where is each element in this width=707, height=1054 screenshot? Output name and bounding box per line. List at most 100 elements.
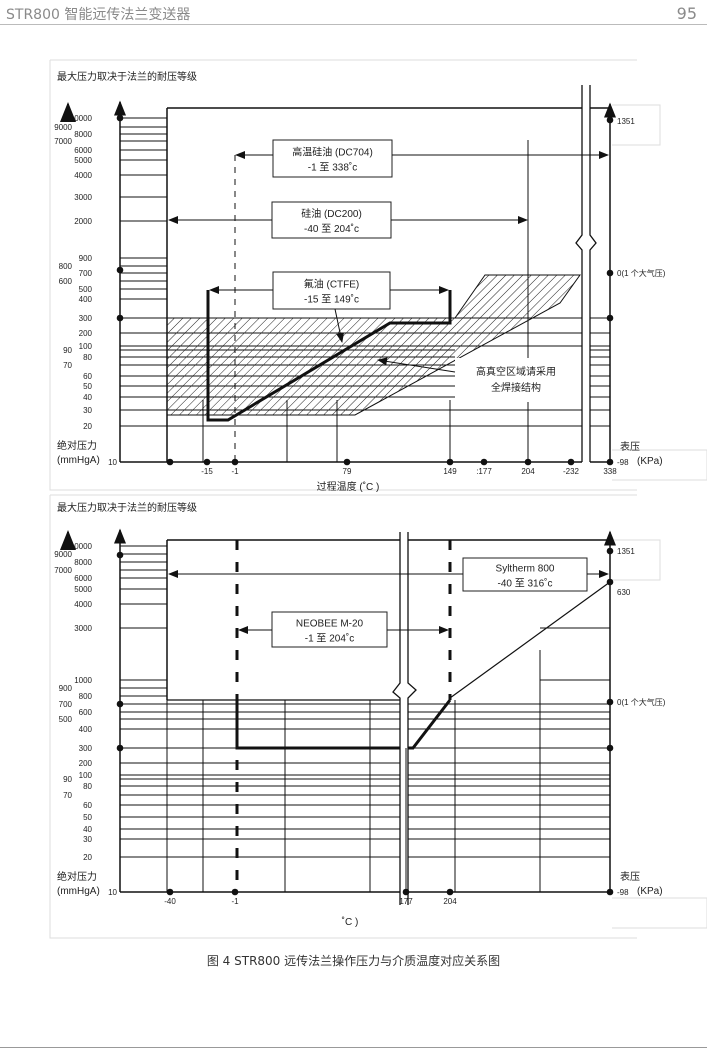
fluid-label-box (462, 557, 588, 592)
y-tick-label: 90 (63, 346, 72, 355)
y-tick-label: 70 (63, 791, 72, 800)
x-tick-label: -40 (164, 897, 176, 906)
y-tick-label: 80 (83, 782, 92, 791)
right-tick-label: 1351 (617, 117, 635, 126)
frame-border (49, 495, 637, 939)
vacuum-note: 高真空区域请采用 (476, 365, 556, 378)
fluid-name: Syltherm 800 (496, 564, 555, 575)
y-tick-label: 100 (79, 771, 93, 780)
y-tick-label: 3000 (74, 624, 92, 633)
data-point-dot (231, 458, 239, 466)
x-tick-label: 338 (603, 467, 617, 476)
y-tick-label: 300 (79, 744, 93, 753)
frame-border (612, 539, 661, 581)
y-tick-label: 50 (83, 382, 92, 391)
y-tick-label: 5000 (74, 585, 92, 594)
high-vacuum-hatched-region (166, 274, 581, 416)
y-tick-label: 7000 (54, 566, 72, 575)
data-point-dot (606, 314, 614, 322)
y-tick-label: 800 (59, 262, 73, 271)
x-tick-label: 177 (399, 897, 413, 906)
data-point-dot (606, 698, 614, 706)
y-tick-label: 10 (108, 888, 117, 897)
fluid-range: -15 至 149˚c (304, 294, 359, 306)
y-tick-label: 500 (79, 285, 93, 294)
y-tick-label: 100 (79, 342, 93, 351)
note-box (455, 358, 578, 402)
y-tick-label: 30 (83, 835, 92, 844)
data-point-dot (231, 888, 239, 896)
y-tick-label: 10 (108, 458, 117, 467)
y-tick-label: 5000 (74, 156, 92, 165)
y-tick-label: 30 (83, 406, 92, 415)
y-axis-label: 绝对压力 (57, 439, 97, 452)
y-tick-label: 10000 (70, 542, 93, 551)
data-point-dot (116, 551, 124, 559)
data-point-dot (524, 458, 532, 466)
y-tick-label: 8000 (74, 558, 92, 567)
fluid-range: -1 至 204˚c (305, 633, 354, 645)
y-tick-label: 600 (79, 708, 93, 717)
data-point-dot (567, 458, 575, 466)
y-tick-label: 200 (79, 759, 93, 768)
y-tick-label: 7000 (54, 137, 72, 146)
y-tick-label: 1000 (74, 676, 92, 685)
x-tick-label: -1 (231, 467, 239, 476)
fluid-range: -1 至 338˚c (308, 162, 357, 174)
figure-caption: 图 4 STR800 远传法兰操作压力与介质温度对应关系图 (206, 954, 501, 968)
y-tick-label: 600 (59, 277, 73, 286)
data-point-dot (446, 458, 454, 466)
header-title: STR800 智能远传法兰变送器 (6, 7, 191, 23)
x-tick-label: 204 (521, 467, 535, 476)
vacuum-note: 全焊接结构 (491, 381, 541, 394)
data-point-dot (606, 744, 614, 752)
chart-title: 最大压力取决于法兰的耐压等级 (57, 70, 197, 83)
y-tick-label: 700 (59, 700, 73, 709)
chart-title: 最大压力取决于法兰的耐压等级 (57, 501, 197, 514)
data-point-dot (606, 458, 614, 466)
data-point-dot (343, 458, 351, 466)
data-point-dot (606, 269, 614, 277)
syltherm-boundary-line (449, 581, 611, 699)
y-tick-label: 700 (79, 269, 93, 278)
x-tick-label: 149 (443, 467, 457, 476)
right-tick-label: -98 (617, 888, 629, 897)
y-tick-label: 9000 (54, 550, 72, 559)
right-tick-label: 0(1 个大气压) (617, 697, 666, 707)
y-tick-label: 40 (83, 393, 92, 402)
x-tick-label: :177 (476, 467, 492, 476)
frame-border (49, 60, 637, 491)
note-pointer-arrow (377, 357, 456, 373)
y-tick-label: 2000 (74, 217, 92, 226)
fluid-name: NEOBEE M-20 (296, 619, 364, 630)
y-tick-label: 80 (83, 353, 92, 362)
data-point-dot (446, 888, 454, 896)
y-tick-label: 3000 (74, 193, 92, 202)
x-axis-label: 过程温度 (˚C ) (317, 480, 380, 493)
frame-border (612, 104, 661, 146)
y-right-axis-label: 表压 (620, 440, 640, 453)
fluid-name: 氟油 (CTFE) (304, 278, 360, 291)
data-point-dot (116, 266, 124, 274)
data-point-dot (116, 744, 124, 752)
y-tick-label: 70 (63, 361, 72, 370)
x-tick-label: -232 (563, 467, 580, 476)
y-tick-label: 10000 (70, 114, 93, 123)
y-tick-label: 6000 (74, 146, 92, 155)
y-tick-label: 200 (79, 329, 93, 338)
y-tick-label: 9000 (54, 123, 72, 132)
y-tick-label: 4000 (74, 171, 92, 180)
y-right-axis-label: 表压 (620, 870, 640, 883)
y-tick-label: 500 (59, 715, 73, 724)
axis-break-line (392, 532, 401, 905)
fluid-label-box (272, 139, 393, 178)
footer-divider (0, 1047, 707, 1048)
neobee-boundary-line (408, 699, 452, 750)
ctfe-boundary-line (206, 290, 452, 422)
fluid-name: 硅油 (DC200) (301, 207, 362, 220)
y-tick-label: 400 (79, 295, 93, 304)
x-tick-label: 79 (343, 467, 352, 476)
axis-break-line (407, 532, 417, 905)
ctfe-pointer-arrow (334, 308, 345, 343)
y-tick-label: 900 (59, 684, 73, 693)
